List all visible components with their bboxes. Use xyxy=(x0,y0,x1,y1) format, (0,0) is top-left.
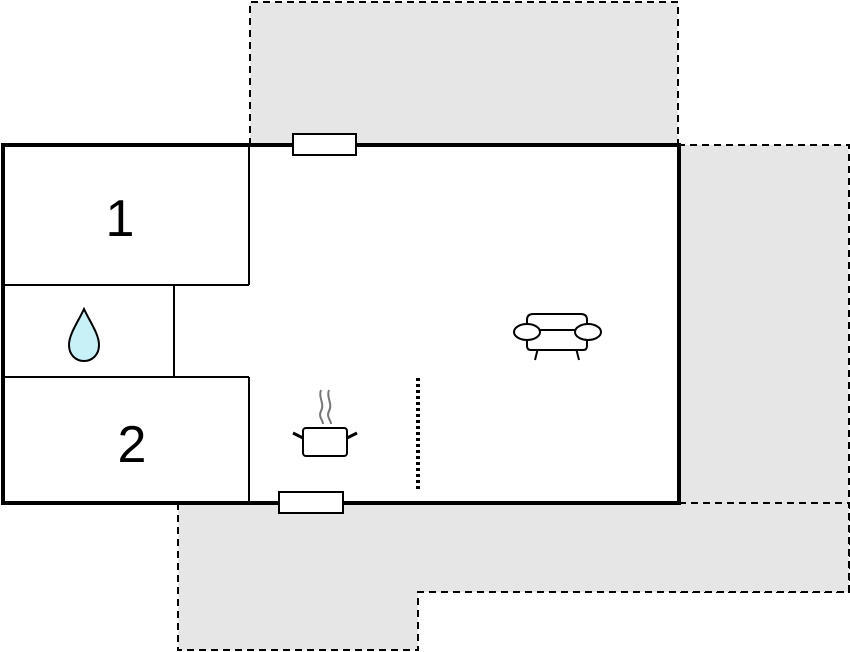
window-south xyxy=(278,491,344,514)
cooking-pot-icon xyxy=(292,389,358,457)
interior-walls xyxy=(3,145,250,503)
terrace-south xyxy=(177,502,850,651)
water-drop-icon xyxy=(67,306,101,363)
window-north xyxy=(292,133,357,156)
terrace-north xyxy=(249,1,679,146)
terrace-areas xyxy=(177,1,850,651)
room-label-1: 1 xyxy=(106,190,135,248)
room-label-2: 2 xyxy=(118,416,147,474)
sofa-icon xyxy=(513,313,602,361)
